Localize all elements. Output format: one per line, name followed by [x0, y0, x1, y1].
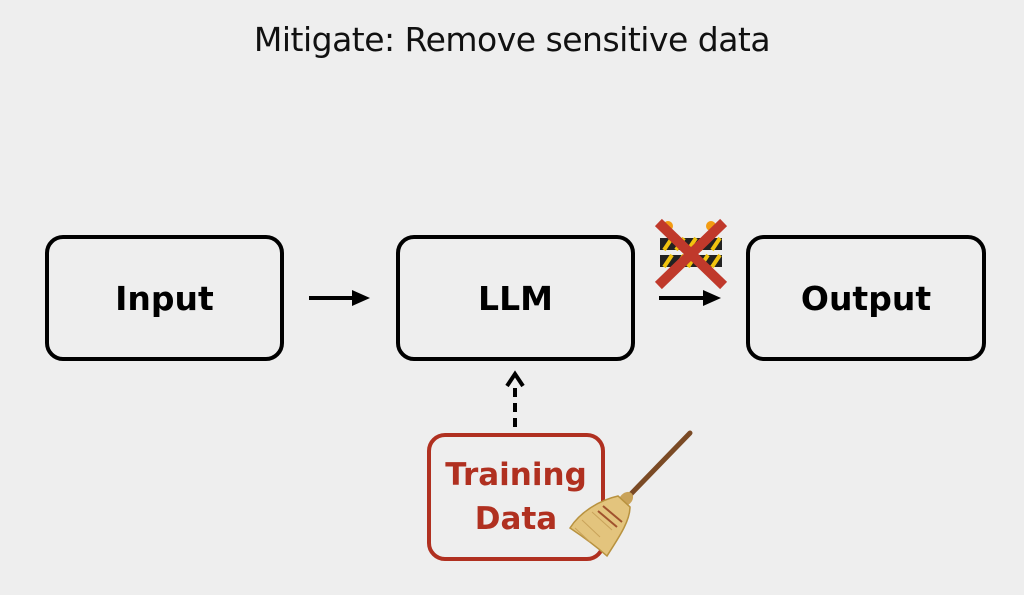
broom-icon: [568, 430, 693, 558]
arrow-training-to-llm: [505, 370, 525, 427]
output-node: Output: [746, 235, 986, 361]
input-node: Input: [45, 235, 284, 361]
barrier-crossed-out-icon: [654, 218, 728, 290]
llm-node: LLM: [396, 235, 635, 361]
training-data-label-line2: Data: [474, 501, 558, 537]
slide-title: Mitigate: Remove sensitive data: [253, 20, 771, 59]
training-data-node: Training Data: [427, 433, 605, 561]
llm-label: LLM: [478, 278, 553, 318]
output-label: Output: [800, 278, 932, 318]
arrow-llm-to-output: [659, 290, 721, 306]
input-label: Input: [115, 278, 214, 318]
training-data-label-line1: Training: [445, 457, 587, 493]
arrow-input-to-llm: [309, 290, 370, 306]
